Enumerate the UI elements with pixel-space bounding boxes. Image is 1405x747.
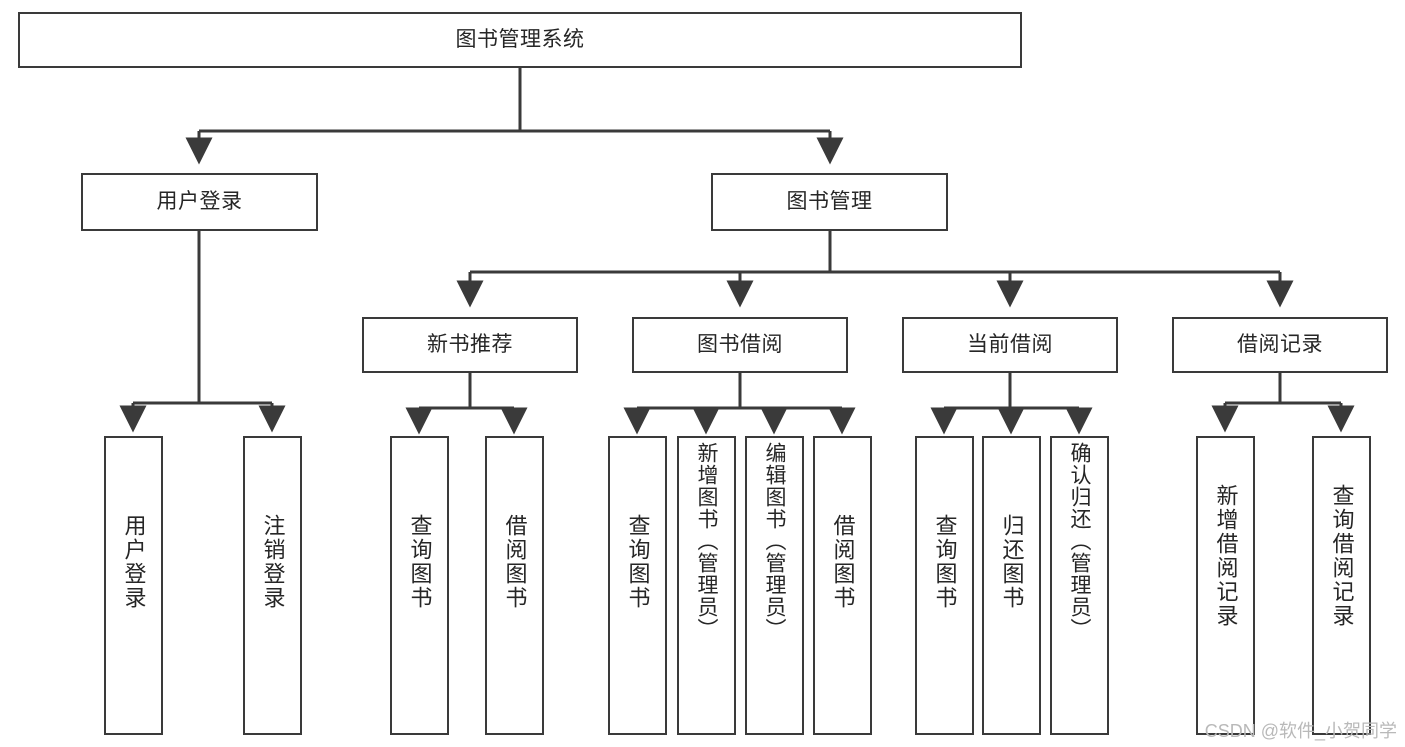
node-label: 确认归还（管理员）: [1068, 442, 1091, 640]
node-leaf-return-book[interactable]: 归还图书: [982, 436, 1041, 735]
node-leaf-query-record[interactable]: 查询借阅记录: [1312, 436, 1371, 735]
node-label: 编辑图书（管理员）: [763, 442, 786, 640]
node-label: 图书管理系统: [455, 27, 585, 51]
node-leaf-user-login[interactable]: 用户登录: [104, 436, 163, 735]
node-leaf-logout-login[interactable]: 注销登录: [243, 436, 302, 735]
node-label: 查询图书: [407, 514, 433, 610]
node-leaf-borrow-book-2[interactable]: 借阅图书: [813, 436, 872, 735]
node-label: 借阅记录: [1237, 332, 1323, 356]
watermark-text: CSDN @软件_小贺同学: [1204, 721, 1397, 741]
node-label: 查询图书: [932, 514, 958, 610]
node-root-system[interactable]: 图书管理系统: [18, 12, 1022, 68]
node-current-borrow[interactable]: 当前借阅: [902, 317, 1118, 373]
node-label: 归还图书: [999, 514, 1025, 610]
node-leaf-borrow-book-1[interactable]: 借阅图书: [485, 436, 544, 735]
node-leaf-add-record[interactable]: 新增借阅记录: [1196, 436, 1255, 735]
node-label: 新增图书（管理员）: [695, 442, 718, 640]
node-book-borrow[interactable]: 图书借阅: [632, 317, 848, 373]
node-label: 当前借阅: [967, 332, 1053, 356]
node-leaf-edit-book[interactable]: 编辑图书（管理员）: [745, 436, 804, 735]
node-label: 借阅图书: [830, 514, 856, 610]
node-leaf-add-book[interactable]: 新增图书（管理员）: [677, 436, 736, 735]
node-label: 新书推荐: [427, 332, 513, 356]
node-label: 借阅图书: [502, 514, 528, 610]
node-borrow-record[interactable]: 借阅记录: [1172, 317, 1388, 373]
node-label: 用户登录: [121, 514, 147, 610]
node-new-book-recommend[interactable]: 新书推荐: [362, 317, 578, 373]
node-label: 注销登录: [260, 514, 286, 610]
node-user-login[interactable]: 用户登录: [81, 173, 318, 231]
node-label: 查询图书: [625, 514, 651, 610]
node-label: 新增借阅记录: [1213, 484, 1239, 628]
node-leaf-query-book-2[interactable]: 查询图书: [608, 436, 667, 735]
node-book-management[interactable]: 图书管理: [711, 173, 948, 231]
node-leaf-query-book-3[interactable]: 查询图书: [915, 436, 974, 735]
node-label: 用户登录: [156, 189, 243, 213]
node-label: 图书管理: [786, 189, 873, 213]
node-label: 图书借阅: [697, 332, 783, 356]
node-leaf-confirm-return[interactable]: 确认归还（管理员）: [1050, 436, 1109, 735]
node-label: 查询借阅记录: [1329, 484, 1355, 628]
node-leaf-query-book-1[interactable]: 查询图书: [390, 436, 449, 735]
